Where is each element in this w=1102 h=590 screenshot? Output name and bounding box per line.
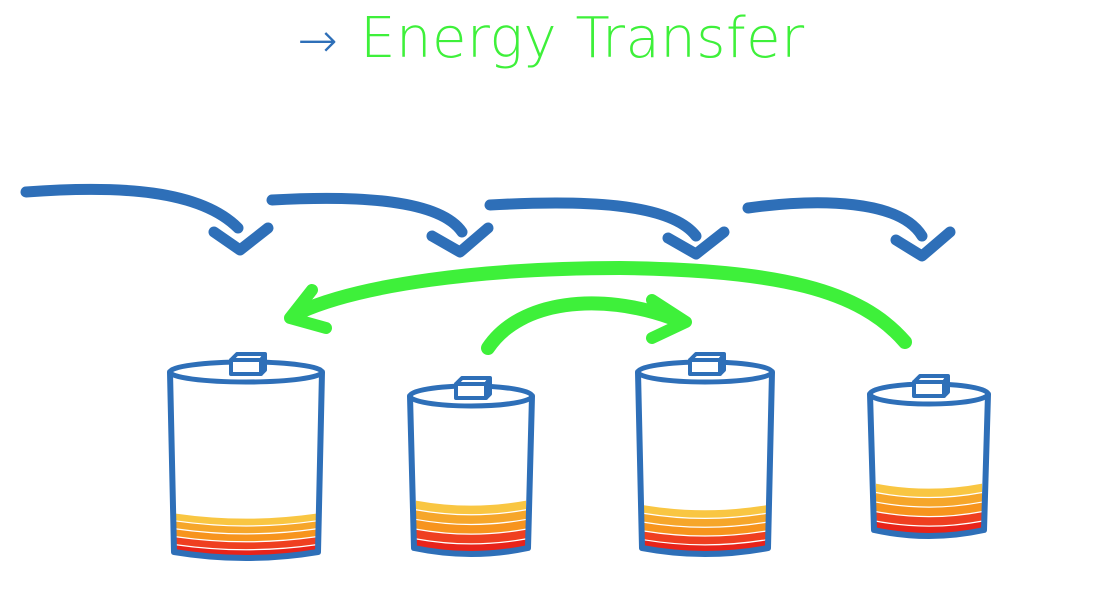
charge-band xyxy=(876,482,982,497)
charge-band xyxy=(176,520,316,534)
title-text: Energy Transfer xyxy=(360,6,805,71)
battery-4 xyxy=(867,374,991,539)
battery-1 xyxy=(167,352,325,561)
battery-body xyxy=(867,391,991,539)
battery-2 xyxy=(407,376,535,557)
charge-band xyxy=(176,512,316,526)
charge-band xyxy=(416,528,526,544)
charge-band-divider xyxy=(175,511,317,519)
charge-band xyxy=(644,504,766,518)
transfer-arrows xyxy=(284,261,912,355)
charge-band-divider xyxy=(875,481,983,489)
battery-3 xyxy=(635,352,775,557)
incoming-arrow-2 xyxy=(266,192,494,258)
incoming-energy-arrows xyxy=(20,183,956,262)
battery-terminal xyxy=(229,352,267,376)
charge-band xyxy=(176,536,316,550)
charge-band xyxy=(644,539,766,553)
charge-band xyxy=(876,491,982,507)
incoming-arrow-3 xyxy=(484,197,730,260)
charge-band xyxy=(644,512,766,527)
charge-band xyxy=(416,518,526,534)
right-arrow-icon: → xyxy=(297,13,339,69)
battery-terminal xyxy=(912,374,950,398)
charge-band xyxy=(876,510,982,526)
battery-body xyxy=(167,369,325,561)
transfer-arrow-long xyxy=(284,261,912,349)
battery-terminal xyxy=(454,376,492,400)
charge-band-divider xyxy=(415,498,527,506)
charge-band xyxy=(176,528,316,542)
batteries xyxy=(167,352,991,561)
charge-band xyxy=(644,530,766,545)
battery-body xyxy=(407,393,535,557)
charge-band xyxy=(416,499,526,515)
incoming-arrow-4 xyxy=(742,197,956,262)
charge-band xyxy=(876,501,982,516)
charge-band xyxy=(416,509,526,524)
charge-band xyxy=(876,520,982,535)
incoming-arrow-1 xyxy=(20,183,274,256)
charge-band xyxy=(416,538,526,553)
page-title: → Energy Transfer xyxy=(0,6,1102,71)
battery-terminal xyxy=(688,352,726,376)
charge-band xyxy=(644,521,766,536)
transfer-arrow-short xyxy=(481,294,692,355)
charge-band-divider xyxy=(643,502,767,511)
battery-body xyxy=(635,369,775,557)
